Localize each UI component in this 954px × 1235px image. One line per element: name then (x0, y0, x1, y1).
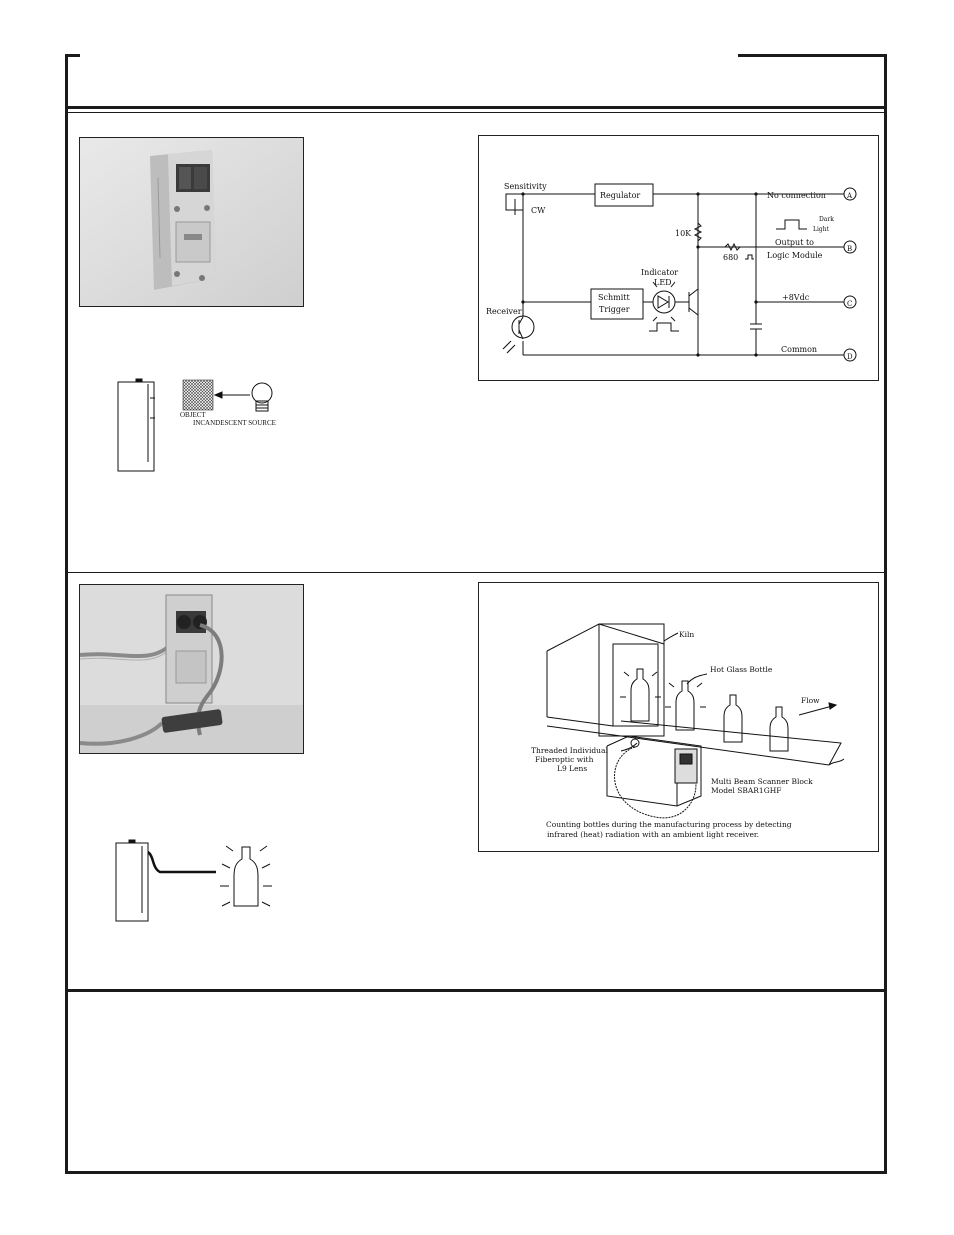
label-680: 680 (723, 253, 738, 262)
header-rule-thin (65, 112, 887, 113)
header-rule (65, 106, 887, 109)
kiln-illustration: Kiln Hot Glass Bottle Flow Threaded Indi… (531, 623, 845, 839)
terminal-b: B (847, 245, 852, 253)
label-trigger: Trigger (599, 305, 630, 314)
sensor-photo-1 (79, 137, 304, 307)
label-flow: Flow (801, 696, 820, 705)
section-divider (65, 572, 887, 573)
caption-line1: Counting bottles during the manufacturin… (546, 820, 792, 829)
label-fiber-line2: Fiberoptic with (535, 755, 594, 764)
label-cw: CW (531, 206, 546, 215)
label-dark: Dark (819, 216, 834, 223)
label-hot-glass-bottle: Hot Glass Bottle (710, 665, 773, 674)
terminal-c: C (847, 300, 852, 308)
schematic-panel: Sensitivity CW Regulator No connection A… (478, 135, 879, 381)
header-gap (80, 48, 738, 60)
label-output-to: Output to (775, 238, 814, 247)
label-logic-module: Logic Module (767, 251, 823, 260)
label-8vdc: +8Vdc (782, 293, 810, 302)
label-light: Light (813, 226, 830, 233)
label-receiver: Receiver (486, 307, 522, 316)
label-fiber-line1: Threaded Individual (531, 746, 608, 755)
label-10k: 10K (675, 229, 692, 238)
caption-line2: infrared (heat) radiation with an ambien… (547, 830, 759, 839)
application-panel: Kiln Hot Glass Bottle Flow Threaded Indi… (478, 582, 879, 852)
terminal-a: A (846, 192, 853, 200)
sensor-photo-2 (79, 584, 304, 754)
label-led: LED (654, 278, 672, 287)
mode-sketch-1: OBJECT INCANDESCENT SOURCE (110, 376, 290, 476)
terminal-d: D (847, 353, 853, 361)
label-no-connection: No connection (767, 191, 826, 200)
label-scanner-line1: Multi Beam Scanner Block (711, 777, 813, 786)
label-schmitt: Schmitt (598, 293, 630, 302)
label-indicator: Indicator (641, 268, 678, 277)
label-kiln: Kiln (679, 630, 694, 639)
label-common: Common (781, 345, 817, 354)
label-incandescent-source: INCANDESCENT SOURCE (193, 419, 276, 427)
label-object: OBJECT (180, 411, 206, 419)
label-sensitivity: Sensitivity (504, 182, 547, 191)
label-regulator: Regulator (600, 191, 640, 200)
label-scanner-line2: Model SBAR1GHF (711, 786, 781, 795)
mode-sketch-2 (110, 836, 290, 926)
circuit-schematic: Sensitivity CW Regulator No connection A… (486, 182, 857, 362)
label-fiber-line3: L9 Lens (557, 764, 587, 773)
footer-rule (65, 989, 887, 992)
